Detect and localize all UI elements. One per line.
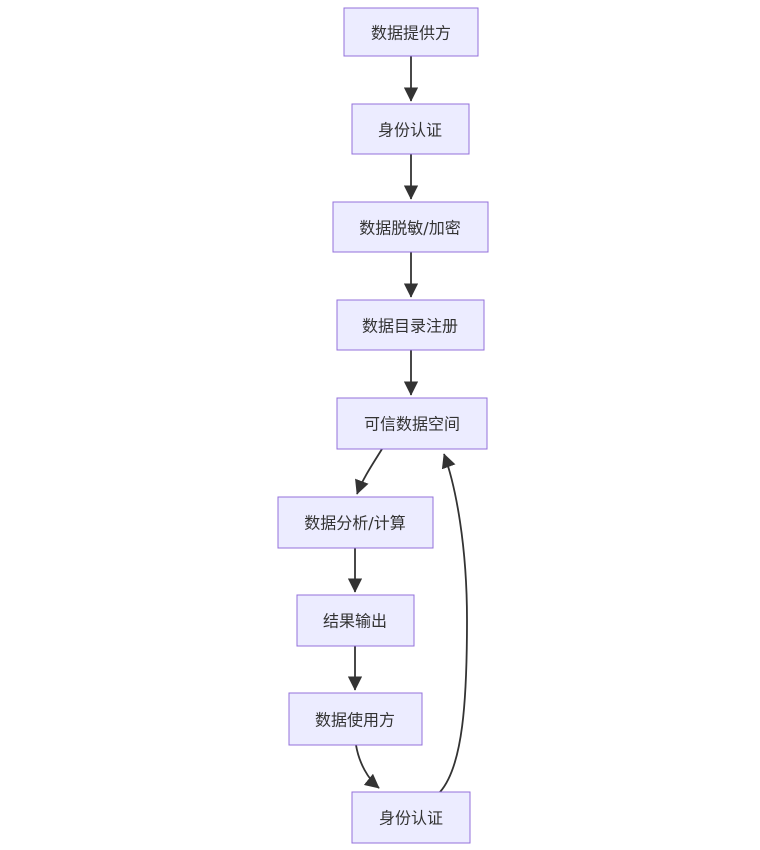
node-layer: 数据提供方 身份认证 数据脱敏/加密 数据目录注册 可信数据空间 数据分析/计算 (277, 7, 489, 844)
node-label-data-mask-encrypt: 数据脱敏/加密 (359, 219, 460, 238)
node-label-data-consumer: 数据使用方 (315, 711, 395, 730)
node-identity-auth-bottom: 身份认证 (351, 791, 471, 844)
node-data-catalog-register: 数据目录注册 (336, 299, 485, 351)
node-data-analysis-compute: 数据分析/计算 (277, 496, 434, 549)
node-result-output: 结果输出 (296, 594, 415, 647)
node-label-data-provider: 数据提供方 (371, 24, 451, 43)
node-label-result-output: 结果输出 (323, 612, 387, 631)
node-label-trusted-data-space: 可信数据空间 (364, 415, 460, 434)
node-identity-auth-top: 身份认证 (351, 103, 470, 155)
edge-consumer-to-auth (355, 744, 380, 789)
node-data-consumer: 数据使用方 (288, 692, 423, 746)
edge-layer (347, 56, 468, 793)
node-label-data-analysis-compute: 数据分析/计算 (304, 514, 405, 533)
node-label-identity-auth-top: 身份认证 (378, 121, 442, 140)
edge-auth-return-to-space (439, 453, 468, 793)
node-trusted-data-space: 可信数据空间 (336, 397, 488, 450)
edge-space-to-analysis (355, 448, 383, 495)
node-label-data-catalog-register: 数据目录注册 (362, 317, 458, 336)
node-label-identity-auth-bottom: 身份认证 (379, 809, 443, 828)
node-data-mask-encrypt: 数据脱敏/加密 (332, 201, 489, 253)
node-data-provider: 数据提供方 (343, 7, 479, 57)
